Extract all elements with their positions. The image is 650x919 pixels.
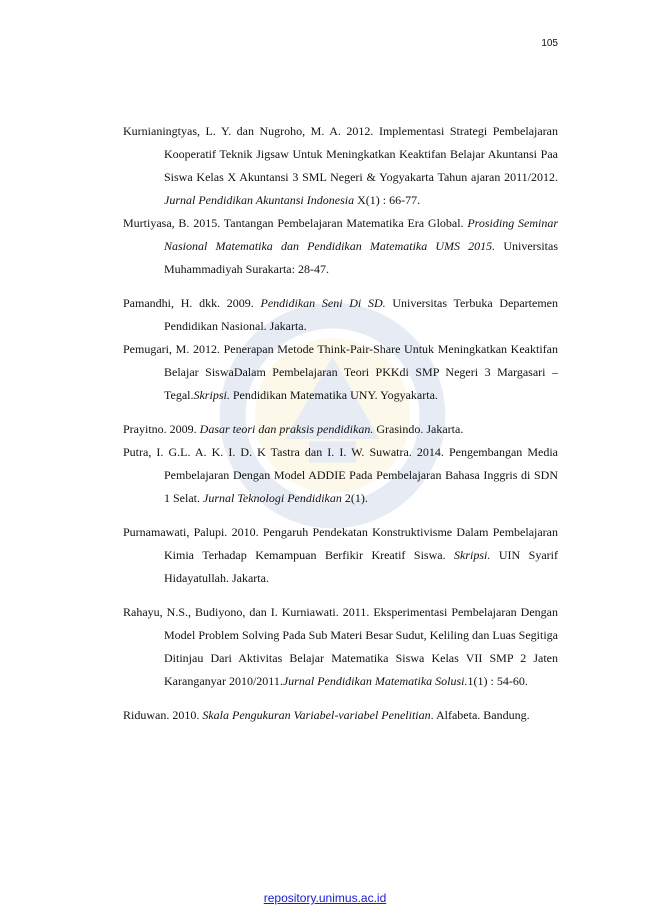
reference-entry: Pamandhi, H. dkk. 2009. Pendidikan Seni … [123,292,558,338]
reference-source-title: Skripsi. [454,548,491,562]
reference-source-title: Pendidikan Seni Di SD. [260,296,386,310]
page-number: 105 [541,38,558,49]
reference-text: Kurnianingtyas, L. Y. dan Nugroho, M. A.… [123,124,558,184]
reference-source-title: Skripsi. [193,388,230,402]
reference-entry: Rahayu, N.S., Budiyono, dan I. Kurniawat… [123,601,558,693]
reference-text: Prayitno. 2009. [123,422,200,436]
reference-text-end: 1(1) : 54-60. [467,674,528,688]
reference-text-end: UIN Syarif Hidayatullah. Jakarta. [164,548,558,585]
reference-text: Riduwan. 2010. [123,708,203,722]
reference-text-end: 2(1). [341,491,368,505]
reference-source-title: Jurnal Pendidikan Matematika Solusi. [282,674,468,688]
reference-text: Rahayu, N.S., Budiyono, dan I. Kurniawat… [123,605,558,688]
repository-link[interactable]: repository.unimus.ac.id [263,891,387,905]
reference-text: Pamandhi, H. dkk. 2009. [123,296,261,310]
reference-source-title: Jurnal Teknologi Pendidikan [203,491,342,505]
reference-entry: Pemugari, M. 2012. Penerapan Metode Thin… [123,338,558,407]
reference-text-end: Universitas Muhammadiyah Surakarta: 28-4… [164,239,558,276]
reference-text-end: . Alfabeta. Bandung. [430,708,530,722]
reference-text: Pemugari, M. 2012. Penerapan Metode Thin… [123,342,558,402]
reference-text-end: Universitas Terbuka Departemen Pendidika… [164,296,558,333]
reference-source-title: Prosiding Seminar Nasional Matematika da… [164,216,558,253]
reference-source-title: Dasar teori dan praksis pendidikan. [199,422,374,436]
reference-text: Putra, I. G.L. A. K. I. D. K Tastra dan … [123,445,558,505]
reference-entry: Murtiyasa, B. 2015. Tantangan Pembelajar… [123,212,558,281]
reference-list: Kurnianingtyas, L. Y. dan Nugroho, M. A.… [123,120,558,727]
reference-text-end: Pendidikan Matematika UNY. Yogyakarta. [229,388,438,402]
reference-entry: Prayitno. 2009. Dasar teori dan praksis … [123,418,558,441]
reference-text-end: X(1) : 66-77. [354,193,421,207]
reference-source-title: Skala Pengukuran Variabel-variabel Penel… [202,708,431,722]
reference-text-end: Grasindo. Jakarta. [373,422,464,436]
reference-entry: Kurnianingtyas, L. Y. dan Nugroho, M. A.… [123,120,558,212]
reference-entry: Purnamawati, Palupi. 2010. Pengaruh Pend… [123,521,558,590]
reference-entry: Riduwan. 2010. Skala Pengukuran Variabel… [123,704,558,727]
reference-text: Purnamawati, Palupi. 2010. Pengaruh Pend… [123,525,558,562]
reference-entry: Putra, I. G.L. A. K. I. D. K Tastra dan … [123,441,558,510]
footer: repository.unimus.ac.id [0,891,650,905]
reference-source-title: Jurnal Pendidikan Akuntansi Indonesia [164,193,355,207]
reference-text: Murtiyasa, B. 2015. Tantangan Pembelajar… [123,216,468,230]
